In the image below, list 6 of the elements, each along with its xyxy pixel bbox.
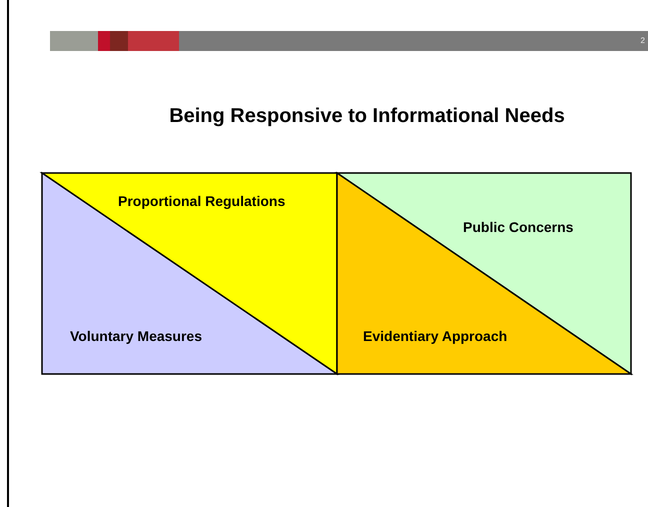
page-number: 2 bbox=[640, 36, 645, 45]
region-label: Public Concerns bbox=[463, 218, 574, 236]
region-label: Evidentiary Approach bbox=[363, 327, 508, 345]
region-label: Voluntary Measures bbox=[70, 327, 202, 345]
slide-title: Being Responsive to Informational Needs bbox=[168, 104, 566, 129]
region-label: Proportional Regulations bbox=[118, 192, 286, 210]
